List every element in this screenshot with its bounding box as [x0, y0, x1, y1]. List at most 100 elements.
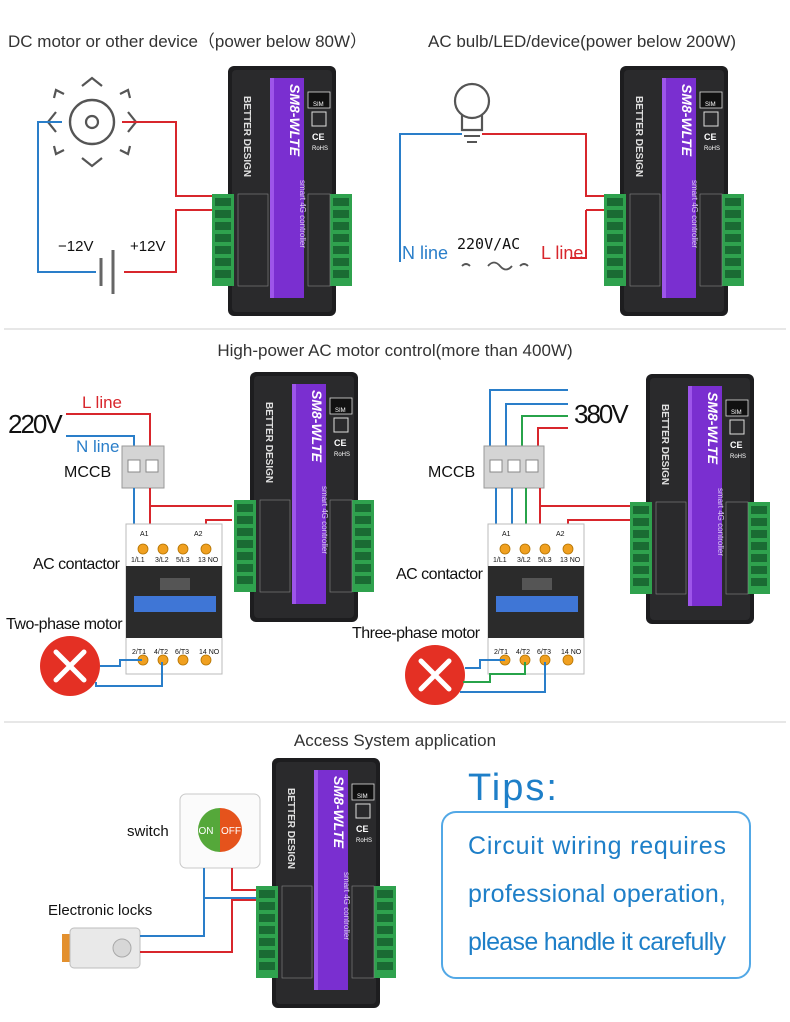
rohs-label: RoHS	[356, 838, 372, 844]
controller-subtitle: smart 4G controller	[342, 872, 351, 940]
ac-red-wire-2	[570, 210, 587, 259]
ac-red-wire-1	[482, 133, 606, 197]
controller-4: SM8-WLTE BETTER DESIGN smart 4G controll…	[630, 374, 770, 624]
ce-label: CE	[356, 824, 369, 834]
header-access: Access System application	[294, 731, 496, 750]
sim-label: SIM	[313, 102, 324, 108]
terminal-a1: A1	[502, 531, 511, 538]
controller-brand: BETTER DESIGN	[633, 96, 644, 177]
l-line-label: L line	[541, 243, 583, 263]
terminal-1-l1: 1/L1	[493, 557, 507, 564]
terminal-4-t2: 4/T2	[516, 649, 530, 656]
ce-label: CE	[334, 438, 347, 448]
controller-subtitle: smart 4G controller	[320, 486, 329, 554]
controller-2: SM8-WLTE BETTER DESIGN smart 4G controll…	[604, 66, 744, 316]
three-phase-voltage: 380V	[574, 399, 629, 429]
mccb-icon	[121, 445, 165, 489]
controller-brand: BETTER DESIGN	[285, 788, 296, 869]
tips-line-2: professional operation,	[468, 880, 726, 908]
terminal-a1: A1	[140, 531, 149, 538]
dc-red-wire-1	[122, 121, 232, 197]
controller-model: SM8-WLTE	[705, 392, 721, 465]
n-line-label: N line	[402, 243, 448, 263]
tips-line-3: please handle it carefully	[468, 928, 727, 956]
controller-model: SM8-WLTE	[679, 84, 695, 157]
access-panel: switch ON OFF Electronic locks	[48, 793, 261, 969]
sim-label: SIM	[357, 794, 368, 800]
dc-neg-label: −12V	[58, 238, 93, 255]
switch-icon: ON OFF	[179, 793, 261, 869]
electronic-locks-label: Electronic locks	[48, 902, 152, 919]
controller-brand: BETTER DESIGN	[263, 402, 274, 483]
sim-label: SIM	[335, 408, 346, 414]
rohs-label: RoHS	[730, 454, 746, 460]
terminal-6-t3: 6/T3	[537, 649, 551, 656]
ac-contactor-icon: A1 1/L1 3/L2 5/L3 13 NO A2 2/T1 4/T2 6/T…	[487, 523, 585, 675]
tips-box: Tips: Circuit wiring requires profession…	[441, 767, 751, 979]
l-line-label: L line	[82, 393, 122, 412]
dc-blue-wire	[37, 121, 96, 273]
motor-x-icon	[40, 636, 100, 696]
tips-line-1: Circuit wiring requires	[468, 832, 726, 860]
battery-icon	[99, 250, 115, 294]
contactor-label: AC contactor	[33, 556, 121, 573]
ce-label: CE	[730, 440, 743, 450]
terminal-14-no: 14 NO	[561, 649, 582, 656]
switch-label: switch	[127, 823, 169, 840]
terminal-6-t3: 6/T3	[175, 649, 189, 656]
ac-contactor-icon: A1 1/L1 3/L2 5/L3 13 NO A2 2/T1 4/T2 6/T…	[125, 523, 223, 675]
terminal-a2: A2	[194, 531, 203, 538]
two-phase-voltage: 220V	[8, 409, 63, 439]
ce-label: CE	[312, 132, 325, 142]
terminal-13-no: 13 NO	[198, 557, 219, 564]
contactor-label: AC contactor	[396, 566, 484, 583]
header-dc-motor: DC motor or other device（power below 80W…	[8, 32, 367, 51]
controller-brand: BETTER DESIGN	[659, 404, 670, 485]
controller-subtitle: smart 4G controller	[298, 180, 307, 248]
controller-1: SM8-WLTE BETTER DESIGN smart 4G controll…	[212, 66, 352, 316]
electronic-lock-icon	[62, 927, 141, 969]
dc-red-wire-2	[124, 209, 232, 273]
dc-motor-panel: −12V +12V	[37, 76, 232, 294]
terminal-2-t1: 2/T1	[132, 649, 146, 656]
n-line-label: N line	[76, 437, 119, 456]
dc-pos-label: +12V	[130, 238, 165, 255]
terminal-5-l3: 5/L3	[538, 557, 552, 564]
terminal-2-t1: 2/T1	[494, 649, 508, 656]
ac-wave-icon	[461, 261, 529, 271]
controller-subtitle: smart 4G controller	[690, 180, 699, 248]
sim-label: SIM	[705, 102, 716, 108]
controller-model: SM8-WLTE	[287, 84, 303, 157]
switch-on-label: ON	[199, 826, 214, 837]
tips-title: Tips:	[468, 767, 559, 809]
terminal-1-l1: 1/L1	[131, 557, 145, 564]
terminal-3-l2: 3/L2	[517, 557, 531, 564]
switch-off-label: OFF	[221, 826, 241, 837]
ac-blue-wire	[399, 133, 462, 262]
motor-label: Three-phase motor	[352, 625, 481, 642]
terminal-5-l3: 5/L3	[176, 557, 190, 564]
header-ac-bulb: AC bulb/LED/device(power below 200W)	[428, 32, 736, 51]
ce-label: CE	[704, 132, 717, 142]
controller-3: SM8-WLTE BETTER DESIGN smart 4G controll…	[234, 372, 374, 622]
terminal-a2: A2	[556, 531, 565, 538]
rohs-label: RoHS	[334, 452, 350, 458]
two-phase-panel: 220V L line N line MCCB A1 1/L1 3/L2 5	[6, 393, 232, 696]
rohs-label: RoHS	[704, 146, 720, 152]
controller-5: SM8-WLTE BETTER DESIGN smart 4G controll…	[256, 758, 396, 1008]
mccb-label: MCCB	[428, 464, 475, 481]
controller-model: SM8-WLTE	[331, 776, 347, 849]
three-phase-panel: 380V MCCB A1 1/L1 3/L2	[352, 389, 631, 705]
mccb-label: MCCB	[64, 464, 111, 481]
mccb-icon	[483, 445, 545, 489]
ac-voltage-label: 220V/AC	[457, 235, 520, 253]
terminal-4-t2: 4/T2	[154, 649, 168, 656]
motor-label: Two-phase motor	[6, 616, 123, 633]
rohs-label: RoHS	[312, 146, 328, 152]
terminal-14-no: 14 NO	[199, 649, 220, 656]
motor-x-icon	[405, 645, 465, 705]
controller-subtitle: smart 4G controller	[716, 488, 725, 556]
controller-brand: BETTER DESIGN	[241, 96, 252, 177]
controller-model: SM8-WLTE	[309, 390, 325, 463]
